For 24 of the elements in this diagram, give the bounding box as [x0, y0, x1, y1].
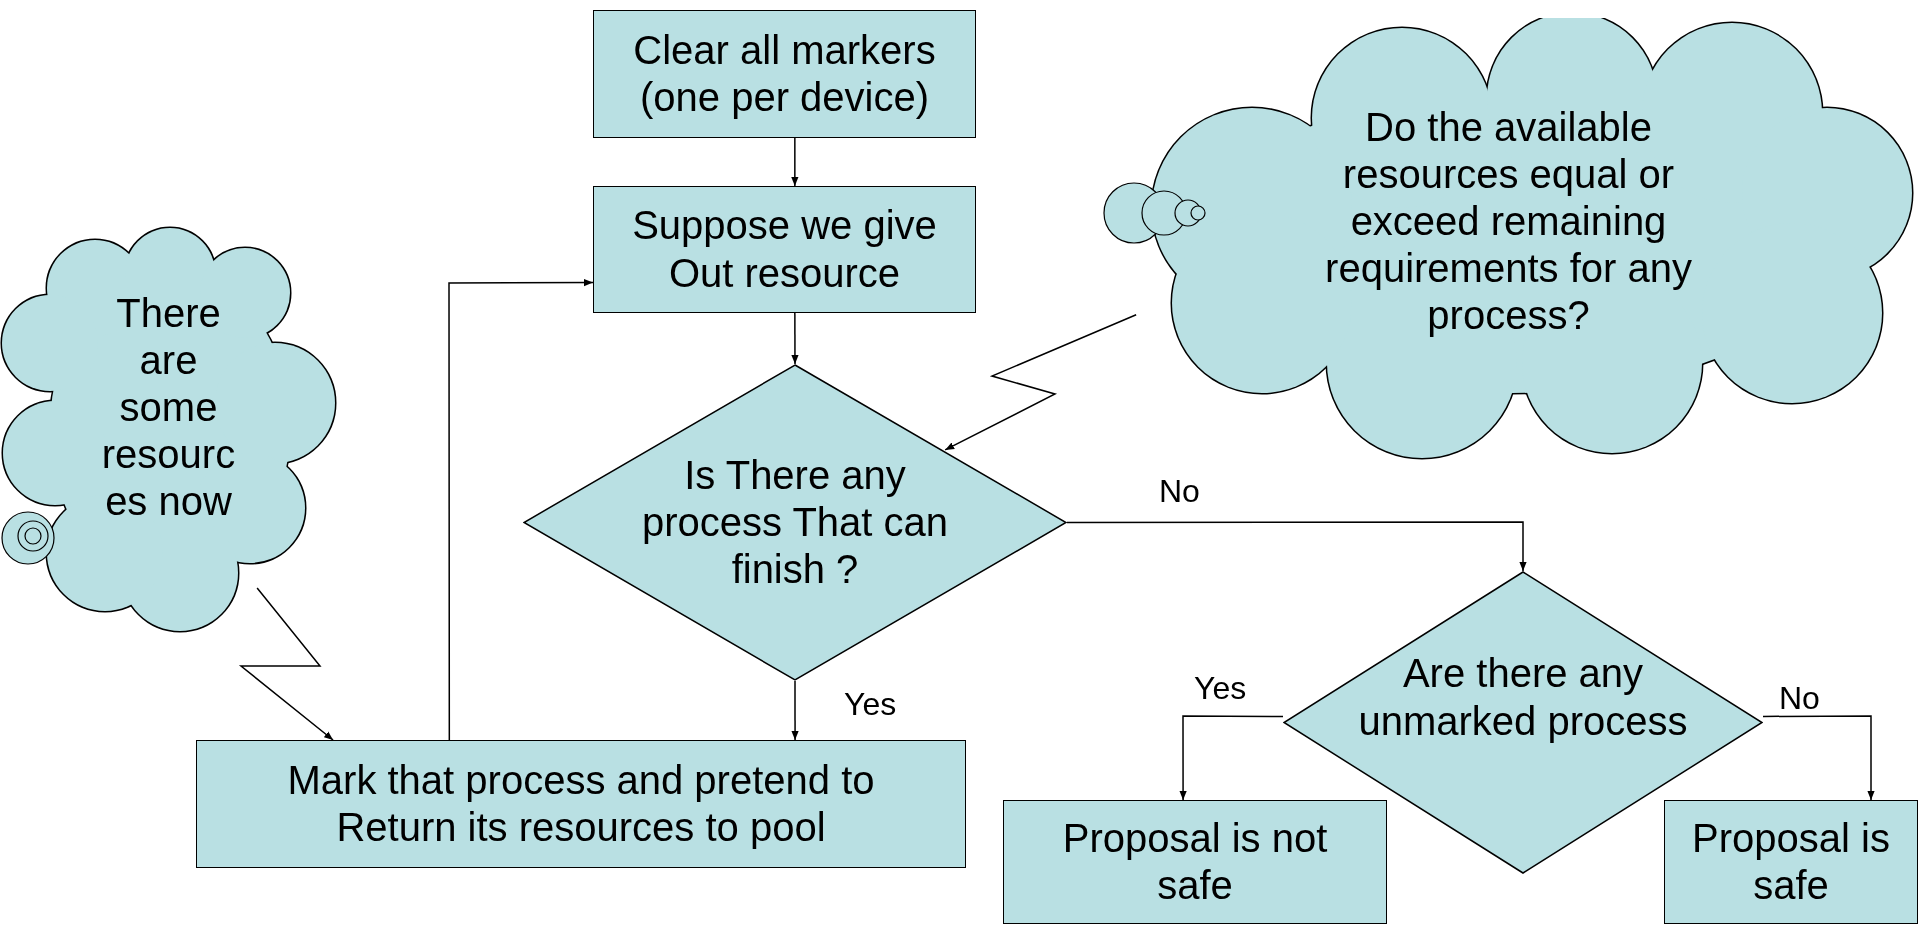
node-label: Clear all markers (one per device): [632, 26, 937, 121]
arrow: [448, 278, 594, 741]
process-box: [1003, 800, 1387, 924]
process-box: [1664, 800, 1918, 924]
node-label: Mark that process and pretend to Return its resources to pool: [286, 756, 876, 851]
process-box: [593, 186, 976, 313]
node-label: Is There any process That can finish ?: [640, 451, 950, 594]
arrow: [791, 312, 799, 365]
node-label: Proposal is safe: [1691, 814, 1891, 909]
node-label: Are there any unmarked process: [1357, 650, 1689, 745]
arrow: [1762, 715, 1875, 801]
arrow: [791, 680, 799, 741]
process-box: [593, 10, 976, 138]
arrow: [944, 314, 1137, 451]
node-label: Proposal is not safe: [1061, 814, 1329, 909]
arrow: [1179, 715, 1284, 801]
node-label: Do the available resources equal or exceed remaining requirements for any process?: [1324, 103, 1693, 340]
process-box: [196, 740, 966, 868]
node-label: There are some resourc es now: [100, 289, 237, 526]
arrow: [1066, 521, 1527, 572]
arrow: [791, 137, 799, 187]
arrow: [238, 587, 334, 741]
node-label: Suppose we give Out resource: [631, 202, 938, 297]
decision-diamond: [523, 364, 1067, 681]
